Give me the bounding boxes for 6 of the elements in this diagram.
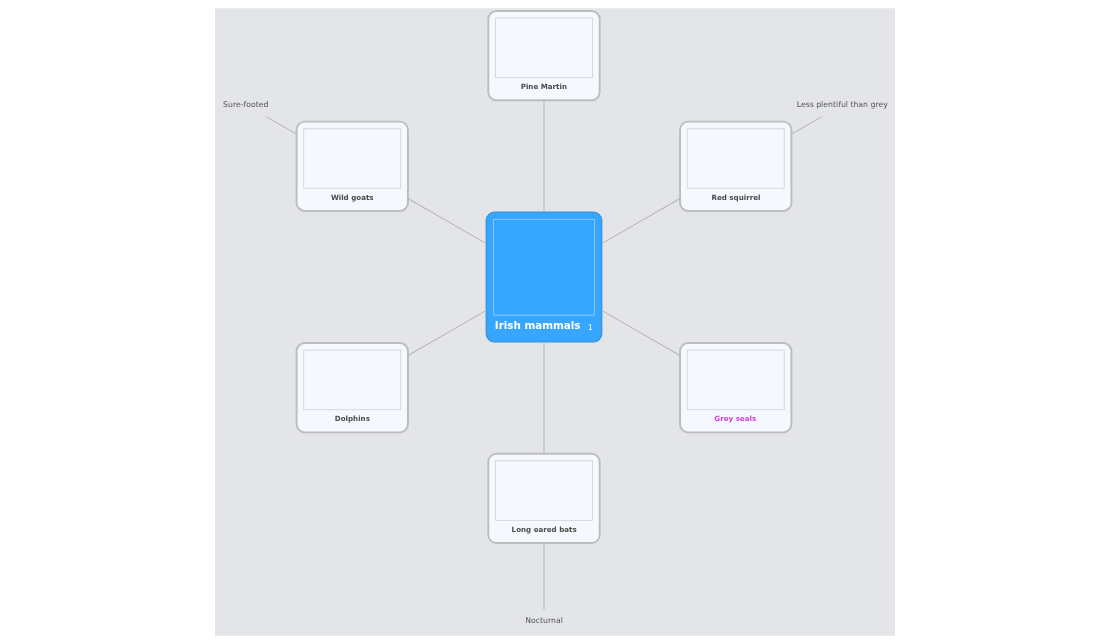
connector [601, 197, 681, 245]
connector [790, 116, 823, 135]
connector [601, 309, 681, 357]
connector [407, 197, 487, 245]
connector [265, 116, 298, 135]
connector [407, 309, 487, 357]
